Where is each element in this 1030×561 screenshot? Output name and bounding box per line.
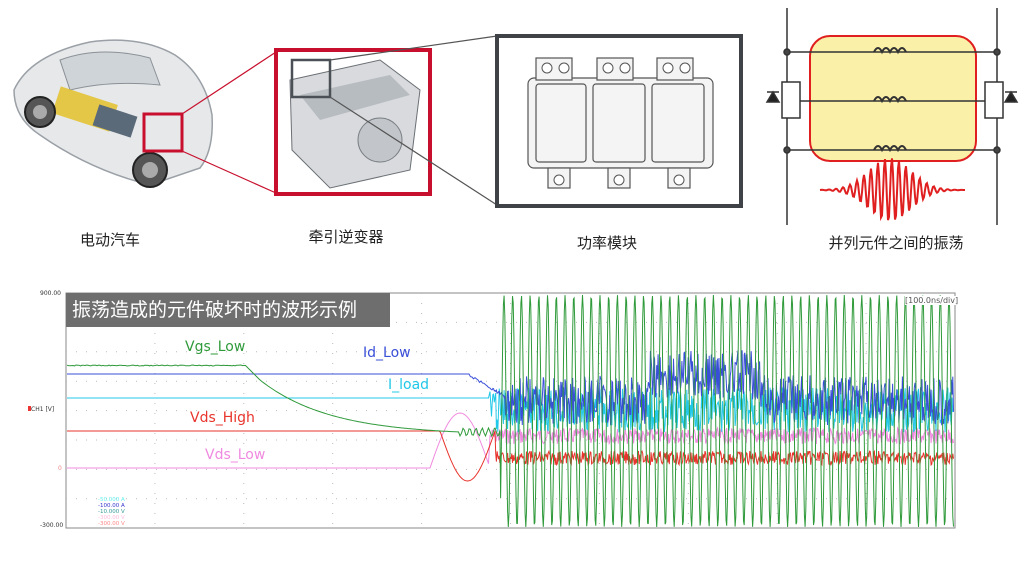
channel-label: CH1 [V] — [28, 406, 54, 413]
y-min-label: -300.00 — [40, 522, 64, 529]
power-module-image — [495, 34, 743, 208]
y-max-label: 900.00 — [40, 290, 61, 297]
trace-vgs-low — [66, 294, 954, 528]
caption-power-module: 功率模块 — [576, 234, 638, 252]
legend-scale-5: -300.00 V — [98, 521, 125, 527]
legend-scale-4: -300.00 V — [98, 515, 125, 521]
caption-electric-car: 电动汽车 — [79, 231, 141, 249]
electric-car-image — [13, 39, 213, 188]
signal-label-vgs-low: Vgs_Low — [185, 339, 246, 355]
car-highlight-box — [142, 112, 184, 153]
channel-unit: [V] — [45, 406, 55, 413]
legend-scale-1: -50.000 A — [98, 497, 125, 503]
channel-name: CH1 — [31, 406, 44, 413]
signal-label-id-low: Id_Low — [363, 345, 411, 361]
parallel-oscillation-circuit — [765, 8, 1019, 225]
y-zero-label: 0 — [58, 465, 62, 472]
traction-inverter-image — [274, 48, 432, 196]
caption-traction-inverter: 牵引逆变器 — [308, 228, 384, 246]
time-division-label: [100.0ns/div] — [905, 296, 959, 305]
scope-title: 振荡造成的元件破坏时的波形示例 — [66, 293, 390, 327]
caption-parallel-oscillation: 并列元件之间的振荡 — [828, 234, 964, 252]
trace-id-low — [67, 350, 954, 426]
signal-label-vds-high: Vds_High — [190, 410, 255, 426]
signal-label-i-load: I_load — [388, 377, 430, 393]
legend-scale-3: -10.000 V — [98, 509, 125, 515]
module-highlight-box — [290, 58, 332, 99]
signal-label-vds-low: Vds_Low — [205, 447, 266, 463]
illustration-layer — [13, 8, 1019, 225]
legend-scale-2: -100.00 A — [98, 503, 125, 509]
